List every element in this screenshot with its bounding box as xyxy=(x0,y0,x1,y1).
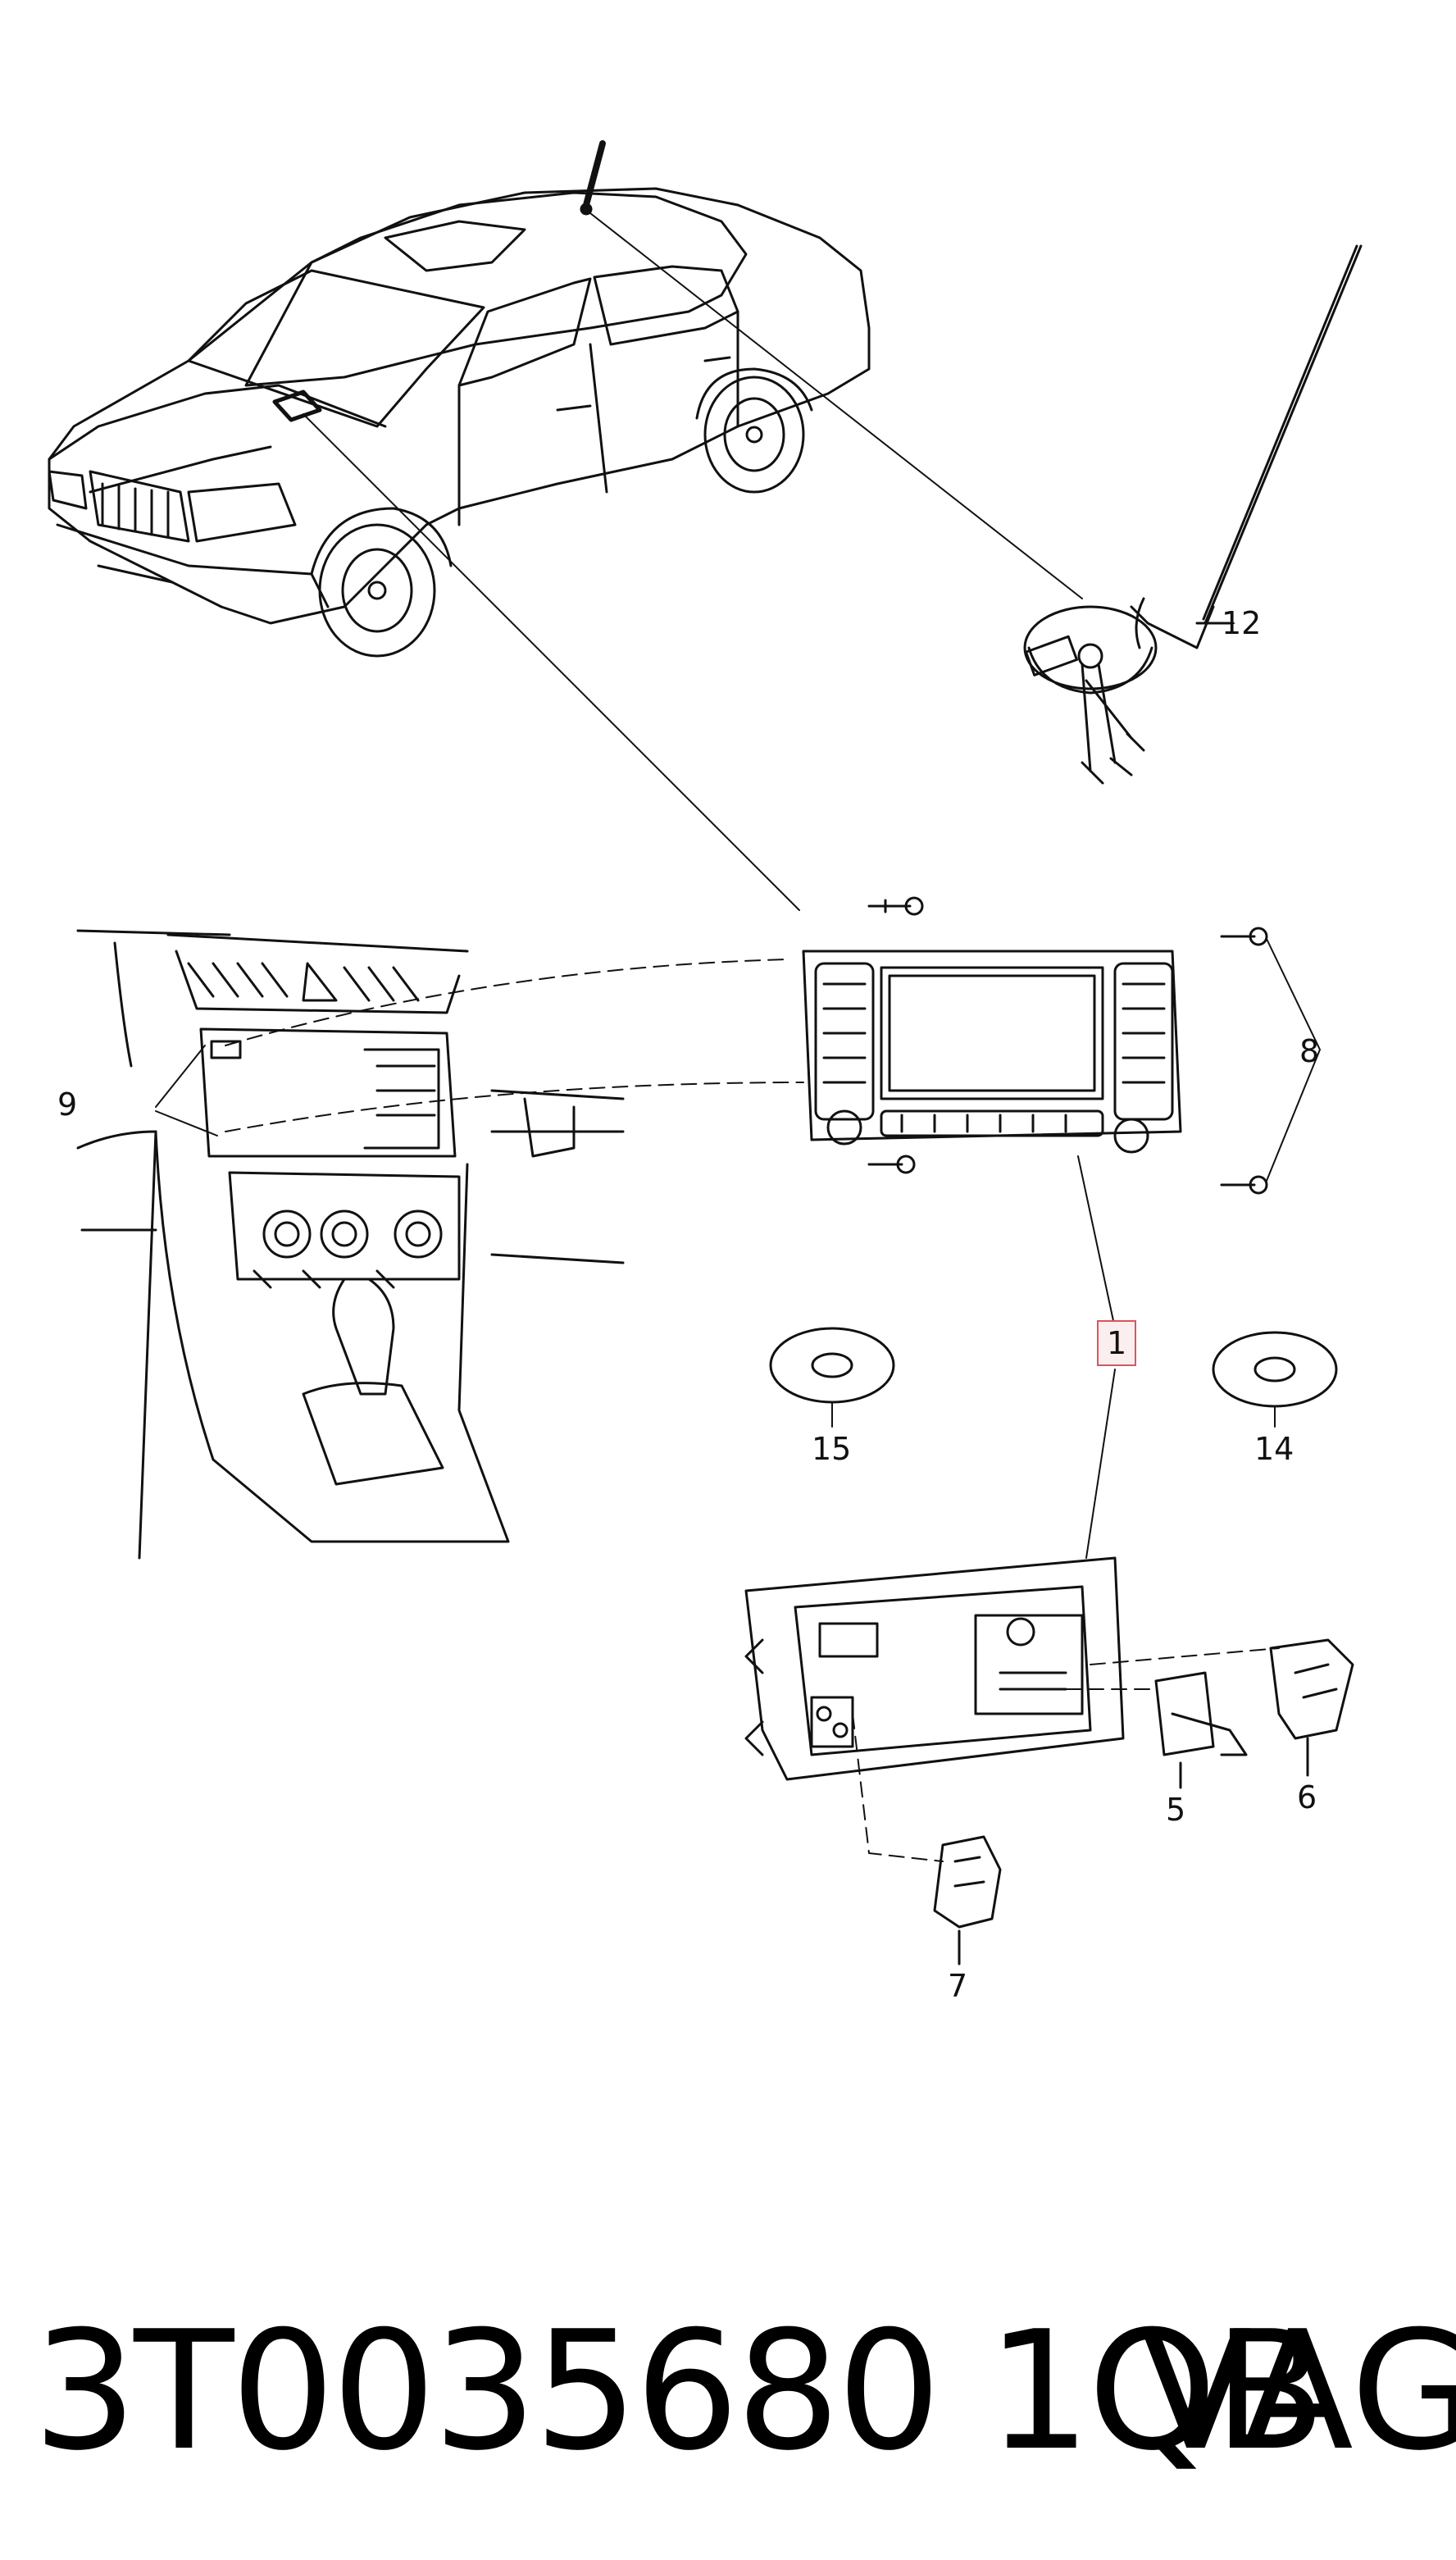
part-number-label: 3T0035680 1QB xyxy=(33,2296,1326,2487)
callout-8: 8 xyxy=(1299,1033,1320,1069)
mounting-frame xyxy=(746,1558,1123,1779)
head-unit xyxy=(803,898,1267,1193)
callout-14: 14 xyxy=(1254,1431,1294,1467)
callout-6: 6 xyxy=(1297,1779,1317,1815)
connector-5 xyxy=(1156,1673,1246,1788)
leader-lines xyxy=(156,213,1320,1861)
connector-7 xyxy=(935,1837,1000,1964)
parts-diagram xyxy=(0,0,1456,2214)
disc-14 xyxy=(1213,1332,1336,1406)
disc-15 xyxy=(771,1328,894,1402)
brand-label: VAG xyxy=(1140,2296,1456,2487)
antenna-part xyxy=(1025,246,1361,783)
callout-15: 15 xyxy=(812,1431,852,1467)
dashboard-illustration xyxy=(78,931,623,1558)
callout-9: 9 xyxy=(57,1086,78,1123)
callout-1: 1 xyxy=(1097,1320,1137,1366)
callout-12: 12 xyxy=(1222,605,1262,641)
connector-6 xyxy=(1271,1640,1353,1775)
callout-7: 7 xyxy=(948,1968,968,2004)
car-illustration xyxy=(49,143,869,656)
callout-5: 5 xyxy=(1166,1792,1186,1828)
